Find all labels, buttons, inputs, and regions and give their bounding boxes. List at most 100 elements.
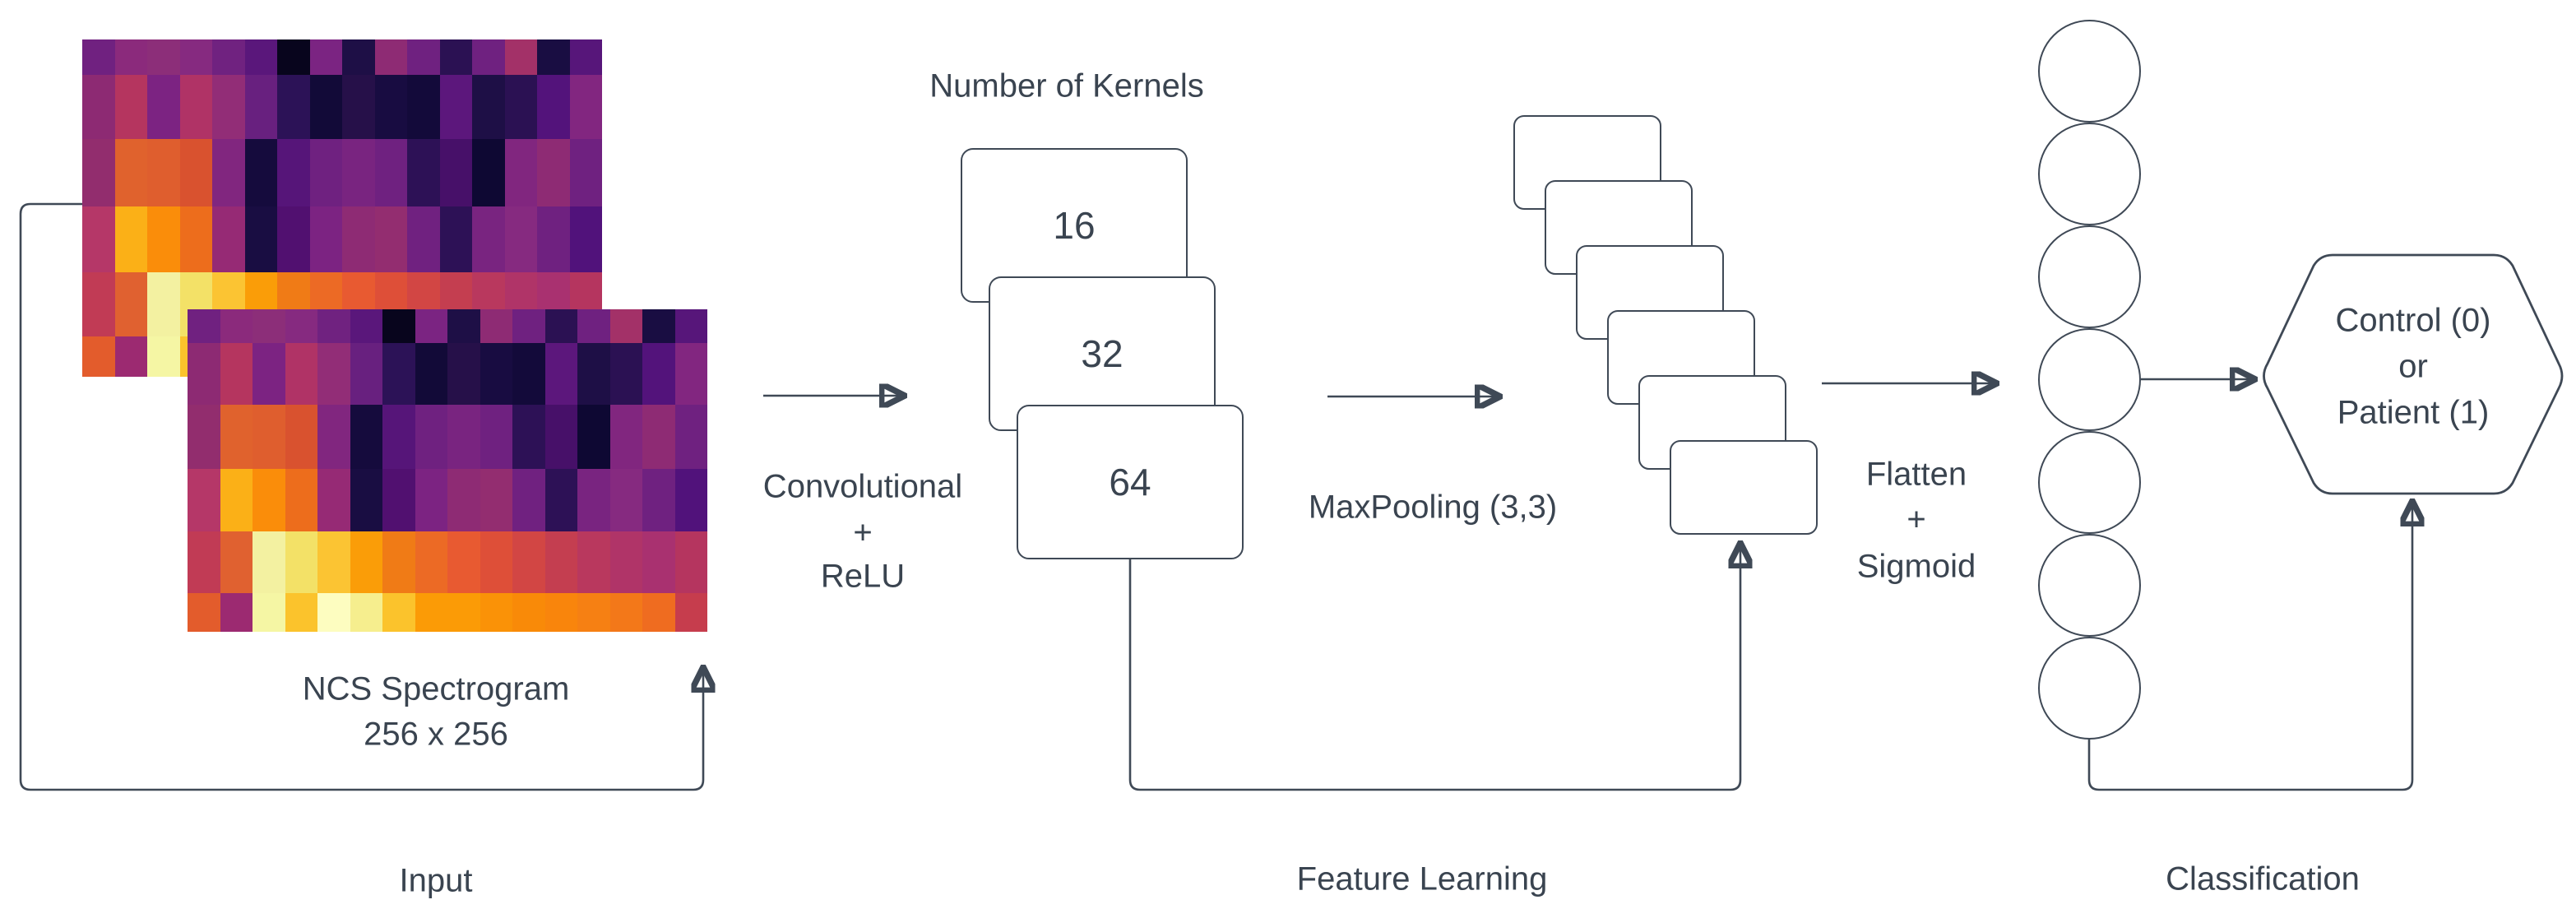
- heatmap-cell: [179, 39, 212, 76]
- heatmap-cell: [415, 309, 447, 344]
- heatmap-cell: [253, 531, 285, 593]
- heatmap-cell: [544, 309, 577, 344]
- conv-label-line2: +: [853, 514, 873, 551]
- neuron-circle-3: [2038, 225, 2141, 328]
- heatmap-cell: [415, 343, 447, 405]
- heatmap-cell: [220, 469, 253, 532]
- heatmap-cell: [147, 271, 180, 336]
- heatmap-cell: [609, 404, 642, 470]
- heatmap-cell: [480, 469, 512, 532]
- heatmap-cell: [253, 592, 285, 632]
- heatmap-cell: [244, 206, 277, 272]
- heatmap-cell: [447, 592, 480, 632]
- kernel-box-64-label: 64: [1109, 461, 1151, 503]
- heatmap-cell: [512, 309, 545, 344]
- heatmap-cell: [188, 531, 220, 593]
- kernel-box-32-label: 32: [1081, 332, 1124, 375]
- heatmap-row: [188, 592, 707, 632]
- heatmap-cell: [544, 343, 577, 405]
- heatmap-cell: [82, 138, 115, 206]
- section-label-feature-learning: Feature Learning: [1296, 860, 1548, 897]
- heatmap-cell: [642, 404, 675, 470]
- heatmap-cell: [447, 469, 480, 532]
- heatmap-cell: [415, 404, 447, 470]
- heatmap-cell: [220, 404, 253, 470]
- maxpool-label: MaxPooling (3,3): [1308, 489, 1558, 526]
- heatmap-cell: [277, 39, 310, 76]
- spectrogram-caption-line1: NCS Spectrogram: [302, 670, 570, 707]
- heatmap-cell: [407, 39, 440, 76]
- heatmap-cell: [439, 75, 472, 139]
- heatmap-cell: [114, 336, 147, 377]
- heatmap-cell: [472, 39, 505, 76]
- spectrogram-caption-line2: 256 x 256: [364, 716, 508, 753]
- heatmap-cell: [220, 531, 253, 593]
- spectrogram-front: [188, 309, 707, 632]
- neuron-circle-2: [2038, 123, 2141, 225]
- section-label-input: Input: [399, 862, 473, 899]
- loop-input-feedback: [19, 202, 703, 791]
- heatmap-cell: [642, 309, 675, 344]
- flatten-label-line2: +: [1907, 501, 1926, 538]
- heatmap-cell: [244, 39, 277, 76]
- heatmap-cell: [382, 343, 415, 405]
- heatmap-cell: [472, 206, 505, 272]
- heatmap-cell: [569, 39, 602, 76]
- heatmap-cell: [309, 138, 342, 206]
- flatten-label-line3: Sigmoid: [1856, 548, 1976, 585]
- heatmap-cell: [504, 138, 537, 206]
- heatmap-cell: [407, 138, 440, 206]
- pooled-feature-map-6: [1670, 440, 1818, 535]
- heatmap-cell: [382, 404, 415, 470]
- heatmap-cell: [212, 75, 245, 139]
- loop-dense-to-output-feedback: [2087, 503, 2412, 791]
- heatmap-cell: [317, 592, 350, 632]
- heatmap-cell: [244, 75, 277, 139]
- heatmap-cell: [642, 531, 675, 593]
- heatmap-cell: [179, 206, 212, 272]
- heatmap-cell: [147, 39, 180, 76]
- neuron-circle-7: [2038, 637, 2141, 740]
- heatmap-cell: [350, 404, 382, 470]
- heatmap-cell: [609, 531, 642, 593]
- heatmap-cell: [374, 39, 407, 76]
- heatmap-cell: [277, 206, 310, 272]
- heatmap-cell: [253, 404, 285, 470]
- heatmap-cell: [212, 138, 245, 206]
- heatmap-cell: [569, 206, 602, 272]
- heatmap-cell: [609, 592, 642, 632]
- heatmap-cell: [277, 75, 310, 139]
- heatmap-cell: [512, 343, 545, 405]
- heatmap-row: [188, 469, 707, 532]
- section-label-classification: Classification: [2166, 860, 2360, 897]
- heatmap-cell: [285, 531, 317, 593]
- heatmap-cell: [382, 592, 415, 632]
- heatmap-cell: [577, 469, 610, 532]
- heatmap-cell: [439, 138, 472, 206]
- heatmap-cell: [317, 404, 350, 470]
- heatmap-cell: [350, 343, 382, 405]
- heatmap-cell: [220, 343, 253, 405]
- heatmap-cell: [537, 39, 570, 76]
- heatmap-cell: [415, 592, 447, 632]
- heatmap-cell: [577, 592, 610, 632]
- heatmap-cell: [480, 592, 512, 632]
- heatmap-cell: [309, 75, 342, 139]
- heatmap-cell: [253, 469, 285, 532]
- heatmap-cell: [544, 404, 577, 470]
- heatmap-cell: [350, 309, 382, 344]
- heatmap-cell: [439, 206, 472, 272]
- heatmap-cell: [285, 404, 317, 470]
- heatmap-cell: [447, 309, 480, 344]
- heatmap-cell: [512, 531, 545, 593]
- heatmap-cell: [642, 469, 675, 532]
- heatmap-cell: [277, 138, 310, 206]
- heatmap-cell: [82, 271, 115, 336]
- heatmap-cell: [188, 343, 220, 405]
- heatmap-cell: [512, 469, 545, 532]
- flatten-label-line1: Flatten: [1865, 456, 1967, 493]
- heatmap-cell: [147, 206, 180, 272]
- heatmap-cell: [285, 592, 317, 632]
- heatmap-cell: [472, 138, 505, 206]
